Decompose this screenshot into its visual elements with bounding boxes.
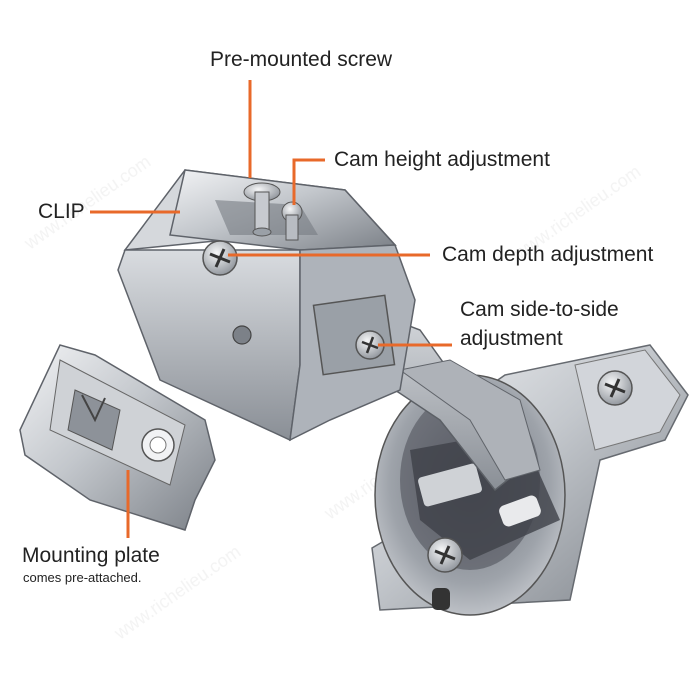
plate-screw-bottom — [427, 537, 463, 573]
label-cam-height: Cam height adjustment — [334, 148, 550, 171]
label-pre-mounted-screw: Pre-mounted screw — [210, 48, 393, 71]
label-cam-depth: Cam depth adjustment — [442, 243, 654, 266]
label-mounting-plate: Mounting plate — [22, 544, 160, 567]
leader-cam-height — [292, 158, 325, 205]
cam-depth-screw — [202, 240, 238, 276]
plate-screw-top — [597, 370, 633, 406]
label-cam-side-line2: adjustment — [460, 327, 563, 350]
cam-height-screw — [281, 201, 303, 241]
label-cam-side-line1: Cam side-to-side — [460, 298, 619, 321]
label-mounting-plate-note: comes pre-attached. — [23, 570, 142, 585]
cup-pin — [432, 588, 450, 610]
label-clip: CLIP — [38, 200, 85, 223]
leader-lines — [90, 80, 452, 538]
mounting-plate-part — [19, 344, 216, 531]
pre-mounted-screw — [243, 182, 281, 237]
